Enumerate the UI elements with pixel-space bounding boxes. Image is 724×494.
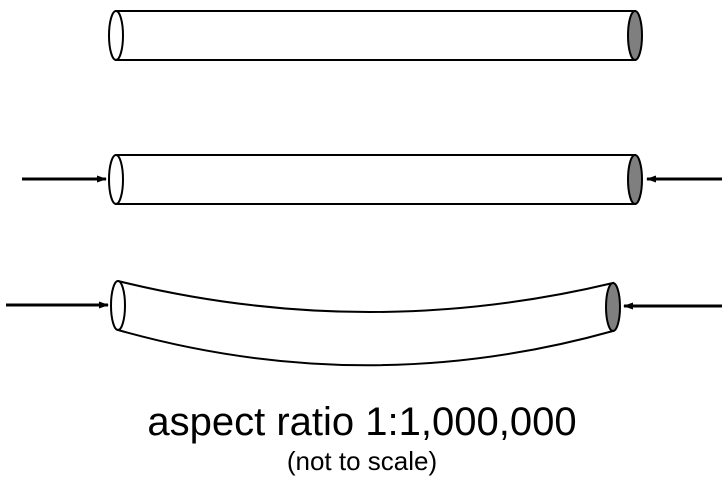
- tube-left-end: [108, 10, 124, 61]
- tube-left-end: [110, 280, 126, 331]
- tube-body: [116, 154, 636, 205]
- tube-right-end: [605, 282, 621, 332]
- tube-left-end: [108, 154, 124, 205]
- tube-buckled: [6, 280, 722, 367]
- aspect-ratio-caption: aspect ratio 1:1,000,000: [147, 400, 577, 444]
- tube-right-end: [627, 10, 643, 61]
- tube-body: [117, 280, 614, 367]
- tube-unloaded: [108, 10, 643, 61]
- not-to-scale-note: (not to scale): [286, 446, 438, 476]
- tube-right-end: [627, 154, 643, 205]
- tube-compressed: [22, 154, 722, 205]
- tube-body: [116, 10, 636, 61]
